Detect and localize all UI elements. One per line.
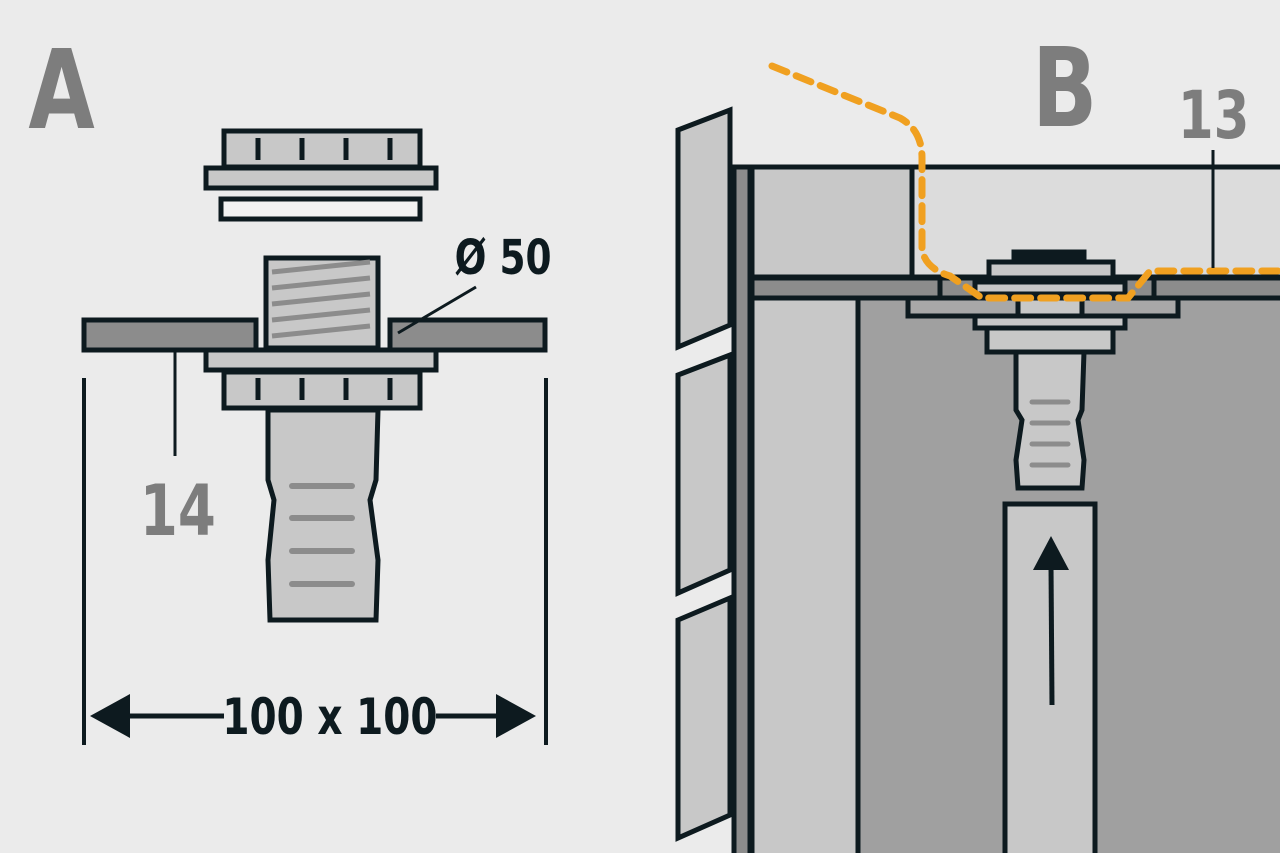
dimension-label: 100 x 100 <box>222 687 437 746</box>
callout-13: 13 <box>1178 77 1250 154</box>
arrow-left-icon <box>90 694 130 738</box>
top-nut <box>221 128 423 170</box>
orange-dashed-outline <box>768 62 1280 302</box>
side-column <box>749 295 861 853</box>
panel-b: B 13 <box>675 25 1280 853</box>
panel-a-label: A <box>28 27 94 155</box>
dimension-100x100: 100 x 100 <box>82 378 548 746</box>
drain-assembly <box>905 249 1181 491</box>
arrow-right-icon <box>496 694 536 738</box>
callout-14: 14 <box>140 470 216 551</box>
diameter-label: Ø 50 <box>455 231 552 287</box>
drain-tube <box>265 407 381 623</box>
bottom-flange <box>203 347 439 373</box>
diameter-leader <box>397 285 477 335</box>
floor-panel-right <box>387 317 548 353</box>
ceiling-right <box>909 164 1280 280</box>
ceiling-left <box>749 164 915 280</box>
wall-edge <box>731 164 753 853</box>
bottom-nut <box>221 369 423 411</box>
panel-b-label: B <box>1032 25 1097 153</box>
arrow-up-icon <box>1033 536 1069 570</box>
panel-a: A 14 <box>28 27 551 747</box>
floor-panel-left <box>81 317 259 353</box>
arrow-up-shaft <box>1048 564 1055 706</box>
drain-pipe-top <box>263 255 381 351</box>
wall-tiles <box>675 106 733 842</box>
washer <box>218 196 423 222</box>
top-flange <box>203 165 439 191</box>
